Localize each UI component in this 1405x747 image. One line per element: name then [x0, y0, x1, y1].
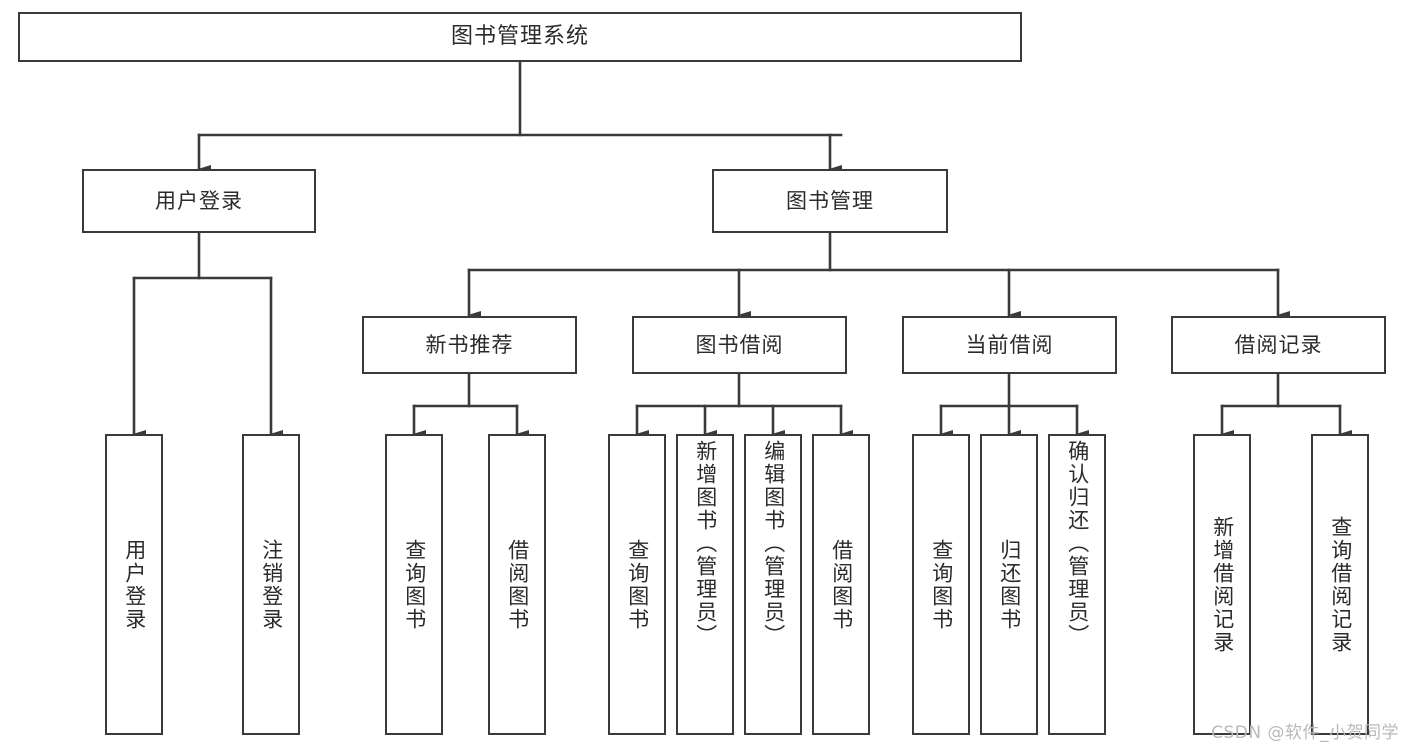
- leaf-text-wrap: 查询图书: [610, 436, 664, 733]
- node-leaf-borrow-book-newbook[interactable]: 借阅图书: [488, 434, 546, 735]
- leaf-text-wrap: 用户登录: [107, 436, 161, 733]
- node-label: 查询图书: [402, 538, 427, 631]
- leaf-text-wrap: 查询借阅记录: [1313, 436, 1367, 733]
- node-label: 用户登录: [155, 188, 243, 213]
- node-label: 用户登录: [122, 538, 147, 631]
- leaf-text-wrap: 借阅图书: [490, 436, 544, 733]
- node-label: 图书借阅: [695, 332, 784, 357]
- node-label: 新书推荐: [425, 332, 514, 357]
- node-label: 当前借阅: [965, 332, 1054, 357]
- node-leaf-query-book-current[interactable]: 查询图书: [912, 434, 970, 735]
- leaf-text-wrap: 确认归还（管理员）: [1050, 436, 1104, 733]
- node-label: 图书管理: [786, 188, 874, 213]
- node-leaf-borrow-book[interactable]: 借阅图书: [812, 434, 870, 735]
- leaf-text-wrap: 借阅图书: [814, 436, 868, 733]
- node-label: 图书管理系统: [450, 24, 589, 50]
- node-label: 查询图书: [929, 538, 954, 631]
- node-label: 编辑图书（管理员）: [761, 440, 786, 647]
- csdn-watermark: CSDN @软件_小贺同学: [1211, 723, 1399, 743]
- node-label: 确认归还（管理员）: [1065, 440, 1090, 647]
- node-book-borrow[interactable]: 图书借阅: [632, 316, 847, 374]
- node-leaf-confirm-return-admin[interactable]: 确认归还（管理员）: [1048, 434, 1106, 735]
- node-user-login[interactable]: 用户登录: [82, 169, 316, 233]
- node-leaf-edit-book-admin[interactable]: 编辑图书（管理员）: [744, 434, 802, 735]
- node-label: 查询图书: [625, 538, 650, 631]
- node-leaf-query-book-borrow[interactable]: 查询图书: [608, 434, 666, 735]
- node-label: 新增借阅记录: [1210, 515, 1235, 654]
- node-label: 查询借阅记录: [1328, 515, 1353, 654]
- node-label: 新增图书（管理员）: [693, 440, 718, 647]
- node-root-book-management-system[interactable]: 图书管理系统: [18, 12, 1022, 62]
- node-book-management[interactable]: 图书管理: [712, 169, 948, 233]
- node-borrow-records[interactable]: 借阅记录: [1171, 316, 1386, 374]
- node-leaf-user-login[interactable]: 用户登录: [105, 434, 163, 735]
- leaf-text-wrap: 注销登录: [244, 436, 298, 733]
- node-label: 借阅图书: [505, 538, 530, 631]
- node-current-borrow[interactable]: 当前借阅: [902, 316, 1117, 374]
- node-leaf-logout[interactable]: 注销登录: [242, 434, 300, 735]
- leaf-text-wrap: 编辑图书（管理员）: [746, 436, 800, 733]
- leaf-text-wrap: 查询图书: [914, 436, 968, 733]
- node-label: 借阅图书: [829, 538, 854, 631]
- leaf-text-wrap: 新增借阅记录: [1195, 436, 1249, 733]
- leaf-text-wrap: 查询图书: [387, 436, 441, 733]
- node-leaf-query-book-newbook[interactable]: 查询图书: [385, 434, 443, 735]
- node-leaf-add-book-admin[interactable]: 新增图书（管理员）: [676, 434, 734, 735]
- node-label: 归还图书: [997, 538, 1022, 631]
- node-leaf-return-book[interactable]: 归还图书: [980, 434, 1038, 735]
- node-label: 注销登录: [259, 538, 284, 631]
- leaf-text-wrap: 归还图书: [982, 436, 1036, 733]
- node-new-book-recommend[interactable]: 新书推荐: [362, 316, 577, 374]
- node-leaf-query-borrow-record[interactable]: 查询借阅记录: [1311, 434, 1369, 735]
- node-leaf-add-borrow-record[interactable]: 新增借阅记录: [1193, 434, 1251, 735]
- node-label: 借阅记录: [1234, 332, 1323, 357]
- leaf-text-wrap: 新增图书（管理员）: [678, 436, 732, 733]
